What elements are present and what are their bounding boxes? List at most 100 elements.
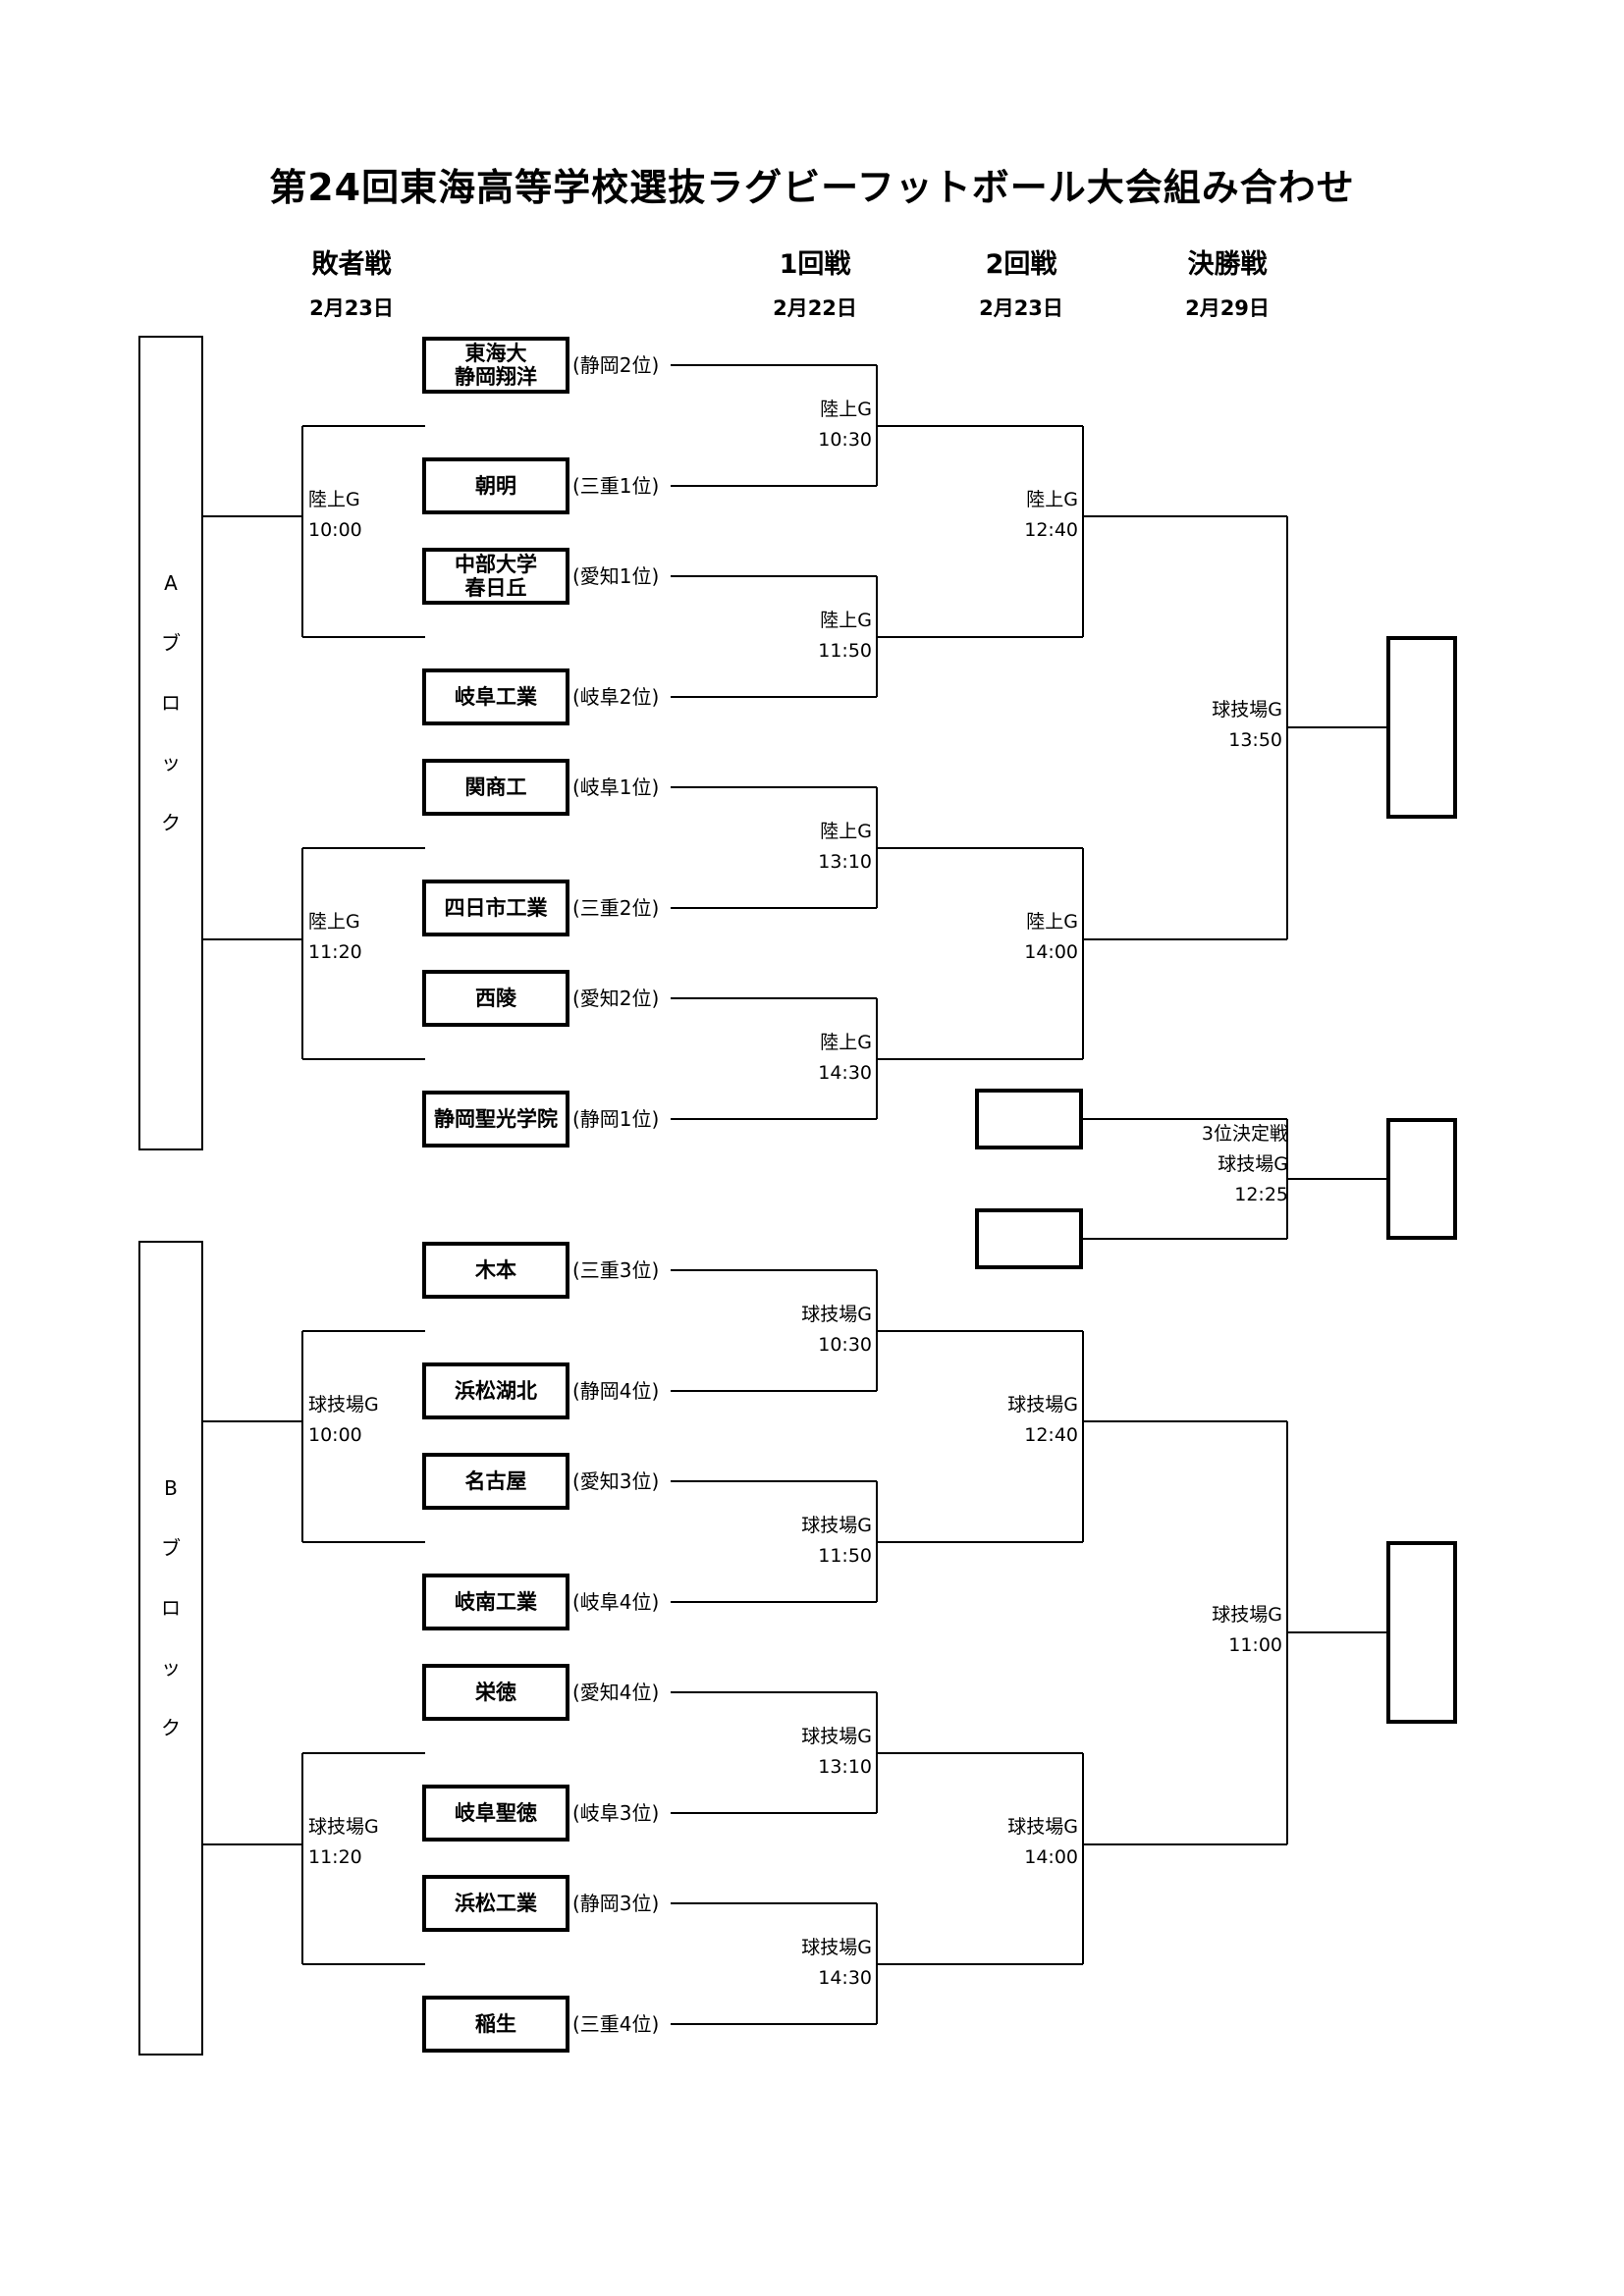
team-box: 栄徳 [422,1664,569,1721]
match-venue: 球技場G [308,1394,379,1415]
third-place-winner-slot [1386,1118,1457,1240]
team-name: 浜松湖北 [455,1379,537,1403]
match-time: 10:30 [818,429,872,451]
team-seed: (愛知4位) [572,1681,660,1704]
team-name: 朝明 [475,474,516,498]
match-time: 14:00 [1024,1846,1078,1868]
match-venue: 球技場G [1007,1394,1078,1415]
block-b-char: ロ [161,1596,181,1620]
team-box: 浜松湖北 [422,1362,569,1419]
block-b-char: ッ [161,1656,181,1680]
match-venue: 球技場G [801,1726,872,1747]
team-box: 浜松工業 [422,1875,569,1932]
header-first-round: 1回戦 2月22日 [717,245,913,328]
match-info: 球技場G 10:00 [308,1390,379,1451]
round-date: 2月23日 [309,296,394,320]
team-seed: (三重2位) [572,896,660,920]
round-label: 2回戦 [985,249,1057,280]
team-box: 稲生 [422,1996,569,2053]
block-a-char: ッ [161,751,181,774]
match-time: 11:20 [308,941,362,963]
match-venue: 陸上G [1026,911,1078,933]
team-seed: (三重3位) [572,1258,660,1282]
team-seed: (岐阜4位) [572,1590,660,1614]
block-a: A ブ ロ ッ ク [138,336,203,1150]
match-time: 11:20 [308,1846,362,1868]
match-time: 13:50 [1228,729,1282,751]
team-seed: (三重1位) [572,474,660,498]
team-box: 東海大 静岡翔洋 [422,337,569,394]
team-box: 木本 [422,1242,569,1299]
block-a-char: ブ [161,631,181,655]
round-label: 決勝戦 [1187,249,1268,280]
team-seed: (岐阜1位) [572,775,660,799]
team-box: 岐阜聖徳 [422,1785,569,1842]
match-venue: 球技場G [1007,1816,1078,1838]
match-time: 11:00 [1228,1634,1282,1656]
match-venue: 球技場G [1212,699,1282,721]
third-place-slot-a [975,1089,1083,1149]
team-name: 栄徳 [475,1681,516,1704]
team-seed: (静岡1位) [572,1107,660,1131]
match-info: 球技場G 13:50 [1212,695,1282,756]
team-seed: (岐阜3位) [572,1801,660,1825]
round-date: 2月23日 [979,296,1063,320]
team-seed: (愛知3位) [572,1469,660,1493]
header-final: 決勝戦 2月29日 [1129,245,1326,328]
block-b-char: ク [161,1716,181,1739]
round-date: 2月29日 [1185,296,1270,320]
match-info: 陸上G 10:30 [818,395,872,455]
match-venue: 球技場G [801,1515,872,1536]
final-slot-b [1386,1541,1457,1724]
block-b-char: ブ [161,1536,181,1560]
team-name: 西陵 [475,987,516,1010]
team-seed: (愛知1位) [572,564,660,588]
match-time: 10:00 [308,519,362,541]
team-box: 関商工 [422,759,569,816]
team-name: 名古屋 [464,1469,527,1493]
match-info: 球技場G 11:00 [1212,1600,1282,1661]
team-name: 稲生 [475,2012,516,2036]
match-venue: 球技場G [1212,1604,1282,1626]
team-name: 岐阜聖徳 [455,1801,537,1825]
match-venue: 陸上G [308,489,360,510]
block-a-char: ロ [161,691,181,715]
team-name: 浜松工業 [455,1892,537,1915]
match-venue: 球技場G [1218,1153,1288,1175]
block-b: B ブ ロ ッ ク [138,1241,203,2056]
block-a-char: A [164,571,178,595]
match-venue: 陸上G [820,399,872,420]
team-box: 名古屋 [422,1453,569,1510]
final-slot-a [1386,636,1457,819]
match-time: 12:25 [1234,1184,1288,1205]
header-second-round: 2回戦 2月23日 [923,245,1119,328]
team-seed: (静岡3位) [572,1892,660,1915]
match-time: 11:50 [818,640,872,662]
match-time: 10:00 [308,1424,362,1446]
team-name: 静岡聖光学院 [434,1107,558,1131]
team-box: 静岡聖光学院 [422,1091,569,1148]
header-loser: 敗者戦 2月23日 [253,245,450,328]
team-name: 岐阜工業 [455,685,537,709]
team-seed: (愛知2位) [572,987,660,1010]
match-info: 球技場G 11:20 [308,1812,379,1873]
round-label: 敗者戦 [311,249,392,280]
team-box: 中部大学 春日丘 [422,548,569,605]
match-venue: 陸上G [820,821,872,842]
page-title: 第24回東海高等学校選抜ラグビーフットボール大会組み合わせ [269,166,1355,209]
match-time: 13:10 [818,1756,872,1778]
third-place-info: 3位決定戦 球技場G 12:25 [1202,1119,1288,1210]
team-name: 東海大 静岡翔洋 [455,342,537,389]
match-venue: 球技場G [308,1816,379,1838]
match-venue: 陸上G [820,1032,872,1053]
third-place-label: 3位決定戦 [1201,1123,1288,1145]
match-venue: 陸上G [1026,489,1078,510]
